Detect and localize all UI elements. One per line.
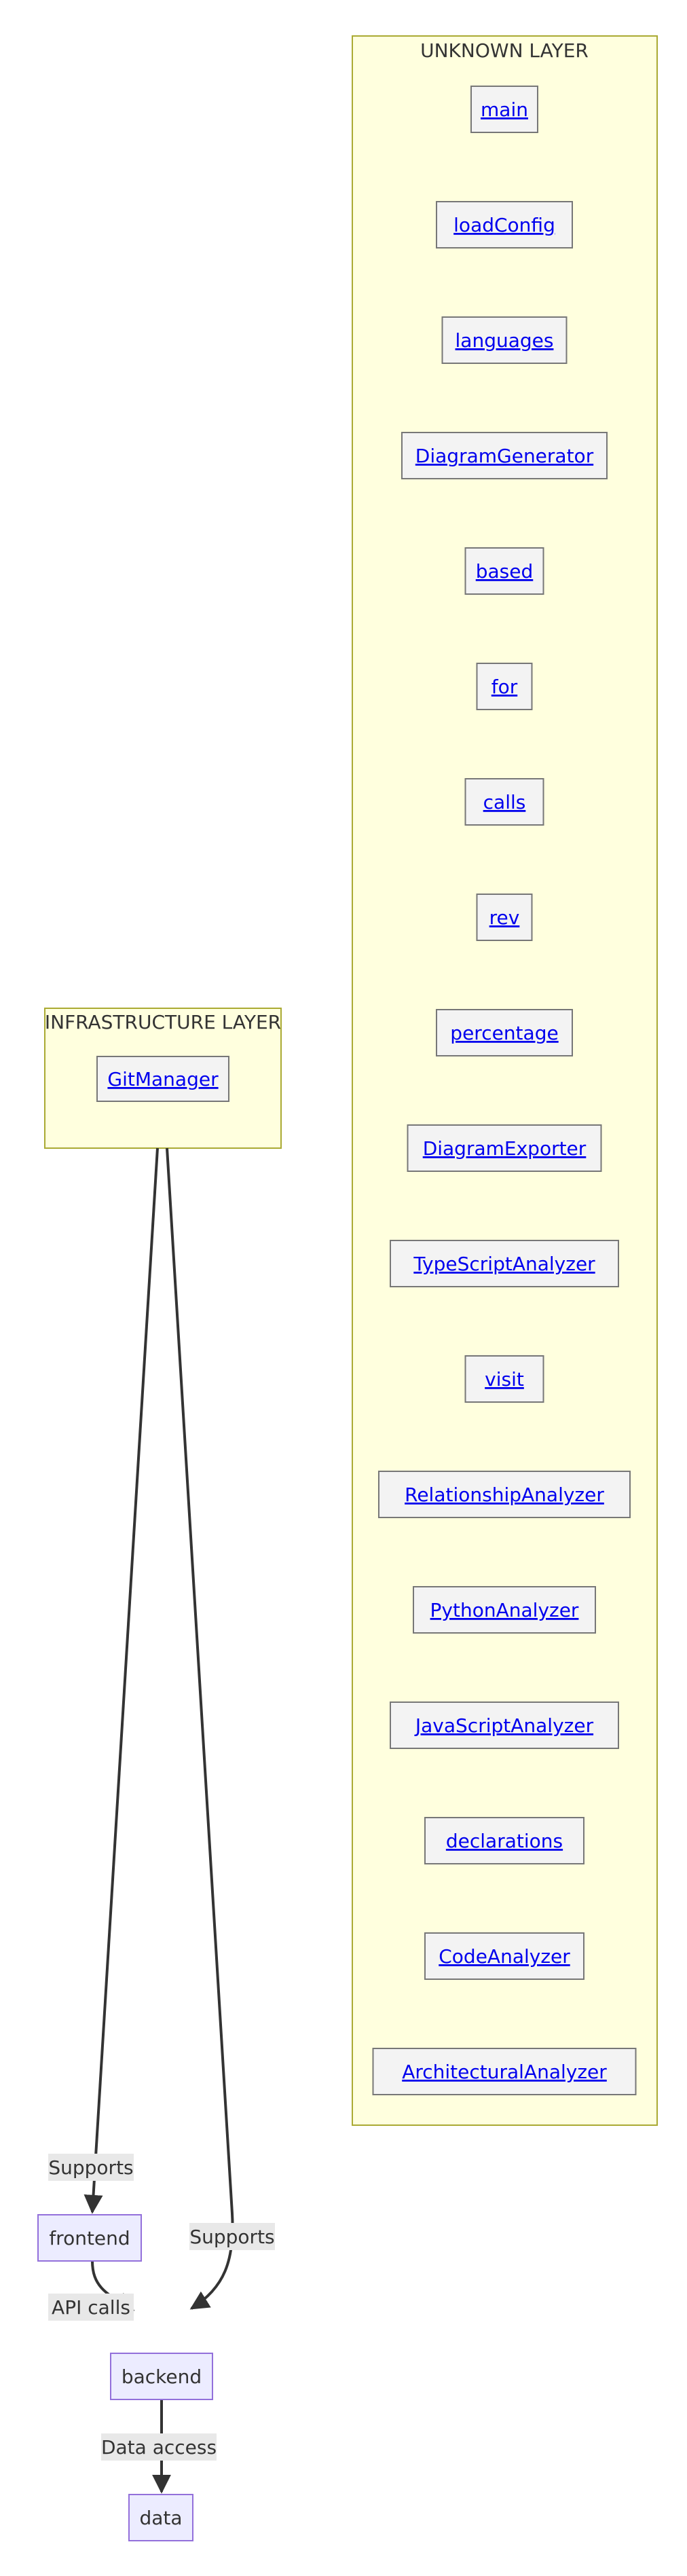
edge-label-supports-frontend: Supports	[48, 2154, 134, 2181]
unknown-node-typescriptanalyzer[interactable]: TypeScriptAnalyzer	[390, 1240, 619, 1287]
unknown-node-percentage[interactable]: percentage	[436, 1009, 573, 1056]
unknown-node-link[interactable]: declarations	[446, 1830, 563, 1852]
edge-gitmanager-frontend	[83, 1147, 159, 2214]
backend-node[interactable]: backend	[110, 2353, 213, 2400]
edge-label-text: Supports	[48, 2156, 133, 2179]
unknown-node-link[interactable]: DiagramGenerator	[415, 445, 594, 467]
unknown-node-link[interactable]: based	[476, 560, 534, 583]
edge-label-supports-backend: Supports	[189, 2223, 275, 2250]
unknown-node-codeanalyzer[interactable]: CodeAnalyzer	[424, 1932, 584, 1980]
unknown-node-link[interactable]: visit	[485, 1368, 524, 1391]
unknown-node-visit[interactable]: visit	[464, 1355, 544, 1403]
edge-gitmanager-backend	[166, 1147, 234, 2310]
unknown-node-link[interactable]: for	[491, 676, 518, 698]
edges	[83, 1147, 234, 2494]
unknown-node-link[interactable]: loadConfig	[453, 214, 555, 236]
infrastructure-layer-cluster: INFRASTRUCTURE LAYER GitManager	[44, 1008, 282, 1149]
unknown-node-link[interactable]: calls	[483, 791, 526, 813]
frontend-label: frontend	[49, 2227, 130, 2249]
unknown-node-link[interactable]: ArchitecturalAnalyzer	[402, 2061, 607, 2083]
edge-label-text: Data access	[101, 2436, 217, 2459]
unknown-node-loadconfig[interactable]: loadConfig	[436, 201, 573, 249]
unknown-node-link[interactable]: TypeScriptAnalyzer	[413, 1253, 595, 1275]
backend-label: backend	[122, 2366, 202, 2388]
unknown-node-link[interactable]: main	[481, 98, 528, 121]
unknown-node-pythonanalyzer[interactable]: PythonAnalyzer	[413, 1586, 596, 1634]
unknown-node-link[interactable]: DiagramExporter	[423, 1137, 587, 1160]
unknown-node-for[interactable]: for	[476, 663, 533, 710]
edge-label-data-access: Data access	[101, 2433, 217, 2461]
data-node[interactable]: data	[128, 2494, 193, 2541]
frontend-node[interactable]: frontend	[37, 2214, 142, 2262]
gitmanager-node[interactable]: GitManager	[96, 1056, 229, 1102]
unknown-node-link[interactable]: languages	[456, 329, 554, 352]
edge-label-text: Supports	[189, 2226, 274, 2248]
gitmanager-link[interactable]: GitManager	[107, 1068, 219, 1090]
unknown-node-architecturalanalyzer[interactable]: ArchitecturalAnalyzer	[372, 2048, 637, 2095]
unknown-node-link[interactable]: rev	[489, 906, 520, 929]
unknown-node-javascriptanalyzer[interactable]: JavaScriptAnalyzer	[390, 1701, 619, 1749]
unknown-layer-cluster: UNKNOWN LAYER main loadConfig languagesDia…	[352, 35, 658, 2126]
unknown-node-link[interactable]: PythonAnalyzer	[430, 1599, 579, 1621]
unknown-node-main[interactable]: main	[470, 86, 538, 133]
unknown-node-calls[interactable]: calls	[464, 778, 544, 826]
unknown-layer-title: UNKNOWN LAYER	[420, 39, 589, 62]
edge-label-api-calls: API calls	[48, 2294, 134, 2321]
unknown-node-diagramgenerator[interactable]: DiagramGenerator	[401, 432, 608, 479]
unknown-node-link[interactable]: JavaScriptAnalyzer	[414, 1714, 594, 1737]
unknown-node-rev[interactable]: rev	[476, 894, 533, 941]
unknown-node-link[interactable]: CodeAnalyzer	[439, 1945, 570, 1968]
unknown-node-link[interactable]: RelationshipAnalyzer	[405, 1484, 604, 1506]
unknown-node-link[interactable]: percentage	[450, 1022, 558, 1044]
edge-label-text: API calls	[52, 2296, 130, 2319]
data-label: data	[139, 2507, 182, 2529]
unknown-node-declarations[interactable]: declarations	[424, 1817, 584, 1864]
unknown-node-diagramexporter[interactable]: DiagramExporter	[407, 1124, 602, 1172]
unknown-node-languages[interactable]: languages	[441, 316, 568, 364]
unknown-node-relationshipanalyzer[interactable]: RelationshipAnalyzer	[378, 1471, 631, 1518]
infrastructure-layer-title: INFRASTRUCTURE LAYER	[45, 1011, 281, 1033]
unknown-node-based[interactable]: based	[464, 547, 544, 595]
